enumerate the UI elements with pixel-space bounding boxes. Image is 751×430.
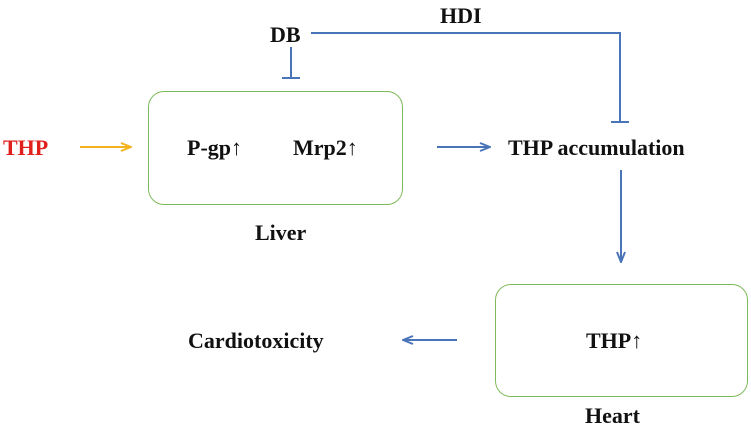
thp-input-label: THP bbox=[3, 135, 49, 160]
mrp2-label: Mrp2↑ bbox=[293, 135, 358, 160]
thp-accumulation-label: THP accumulation bbox=[508, 135, 685, 160]
heart-label: Heart bbox=[585, 403, 640, 428]
hdi-label: HDI bbox=[440, 3, 482, 28]
hdi-inhibition-connector bbox=[311, 32, 629, 123]
heart-box bbox=[495, 284, 748, 397]
heart-thp-label: THP↑ bbox=[586, 328, 643, 353]
pgp-label: P-gp↑ bbox=[187, 135, 242, 160]
db-label: DB bbox=[270, 22, 301, 47]
db-inhibition-connector bbox=[282, 47, 300, 79]
cardiotoxicity-label: Cardiotoxicity bbox=[188, 328, 324, 353]
liver-box bbox=[148, 91, 403, 205]
liver-label: Liver bbox=[255, 220, 307, 245]
